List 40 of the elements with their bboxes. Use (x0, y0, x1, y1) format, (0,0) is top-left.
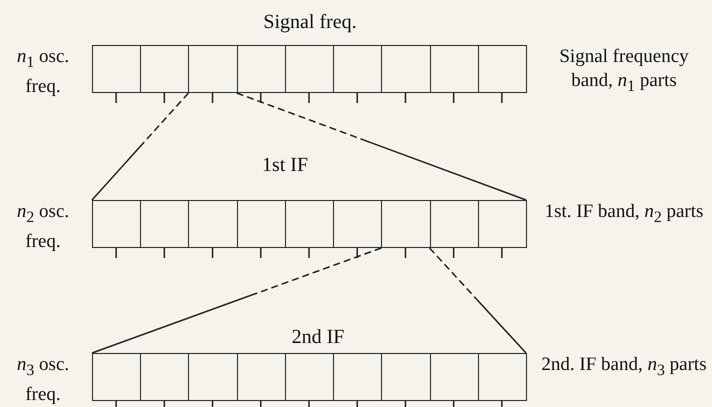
band-cell (284, 353, 335, 401)
band-cell (381, 200, 432, 248)
band-label: 2nd. IF band, n$_{3}$ parts (540, 353, 708, 381)
band-cell (333, 200, 383, 248)
band-cell (430, 45, 480, 93)
band-title: 1st IF (262, 155, 308, 175)
band-cell (430, 200, 480, 248)
band-cell (188, 200, 238, 248)
band-cell (140, 200, 190, 248)
zoom-line (236, 92, 526, 201)
zoom-line (91, 92, 189, 200)
oscillator-label: n$_{1}$ osc. freq. (16, 45, 70, 99)
band-cell (333, 353, 383, 401)
band-cell (92, 200, 142, 248)
band-cell (188, 45, 238, 93)
band-cell (92, 353, 142, 401)
band-title: Signal freq. (263, 12, 357, 32)
band-cell (140, 45, 190, 93)
band-cell (478, 353, 528, 401)
band-title: 2nd IF (292, 327, 344, 347)
band-cell (92, 45, 142, 93)
band-cell (381, 45, 432, 93)
oscillator-label: n$_{3}$ osc. freq. (16, 353, 70, 407)
zoom-line (92, 247, 382, 354)
band-cell (236, 200, 286, 248)
band-cell (140, 353, 190, 401)
band-cell (284, 200, 335, 248)
band-cell (236, 45, 286, 93)
zoom-line (429, 248, 527, 354)
band-cell (188, 353, 238, 401)
band-label: 1st. IF band, n$_{2}$ parts (544, 200, 704, 228)
band-cell (333, 45, 383, 93)
band-cell (478, 45, 528, 93)
band-cell (284, 45, 335, 93)
band-cell (381, 353, 432, 401)
band-cell (478, 200, 528, 248)
band-cell (236, 353, 286, 401)
band-label: Signal frequency band, n$_{1}$ parts (558, 45, 690, 97)
oscillator-label: n$_{2}$ osc. freq. (16, 200, 70, 254)
band-cell (430, 353, 480, 401)
